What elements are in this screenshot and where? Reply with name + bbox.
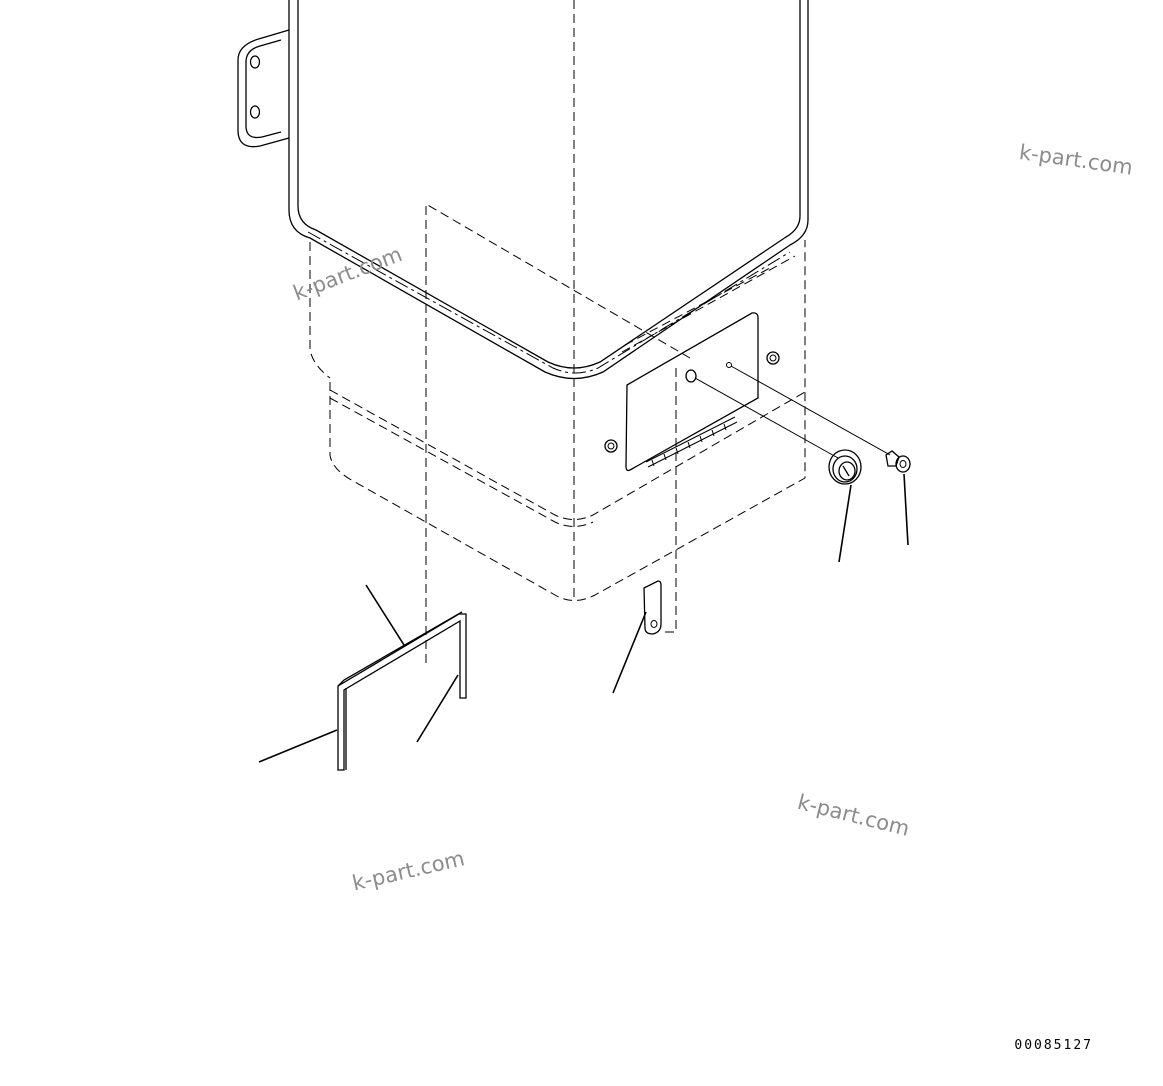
assembly-center-lines [425, 203, 891, 663]
mounting-bracket [237, 29, 290, 148]
leader-lines [258, 473, 909, 763]
tank-lower-body [309, 0, 806, 601]
drain-fitting [885, 450, 911, 473]
tank-upper-body [237, 0, 809, 380]
filler-cap [828, 449, 862, 485]
drawing-number: 00085127 [1014, 1038, 1093, 1053]
access-panel [604, 312, 780, 472]
tab-plate [643, 580, 662, 635]
u-guard [337, 611, 467, 771]
